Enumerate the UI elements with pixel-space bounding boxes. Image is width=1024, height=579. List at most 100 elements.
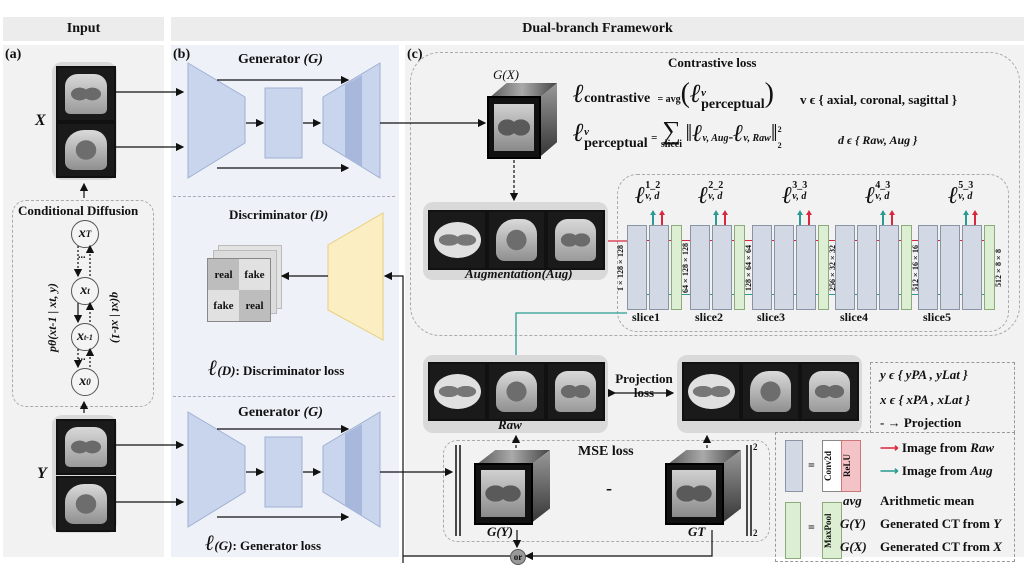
minus-sign: - — [606, 478, 612, 498]
gt-coronal-image — [800, 362, 859, 421]
generator-loss: ℓ(G): Generator loss — [205, 530, 322, 556]
diffusion-title: Conditional Diffusion — [18, 203, 139, 218]
contrastive-box — [410, 52, 1020, 336]
discriminator-loss: ℓ(D): Discriminator loss — [208, 355, 345, 381]
conv-block — [918, 225, 938, 310]
panel-a-tag: (a) — [5, 47, 22, 62]
divider-top — [173, 196, 395, 197]
red-arrowhead-icon — [722, 210, 728, 215]
maxpool-block — [901, 225, 912, 310]
y-label: Y — [37, 465, 47, 482]
legend-avg-symbol: avg — [843, 493, 862, 508]
teal-arrow-icon — [965, 213, 967, 225]
legend-x-set: x ϵ { xPA , xLat } — [880, 392, 970, 407]
generator-top-title: Generator (G) — [238, 52, 323, 67]
legend-projection: - → Projection — [880, 415, 962, 430]
raw-sagittal-image — [487, 362, 546, 421]
mse-box — [443, 440, 770, 542]
gt-label: GT — [688, 524, 706, 539]
conv-block — [690, 225, 710, 310]
generator-bottom-title: Generator (G) — [238, 405, 323, 420]
maxpool-block — [984, 225, 995, 310]
x-lat-xray — [56, 122, 116, 178]
attention-bottom-shape — [345, 424, 362, 516]
conv-block — [774, 225, 794, 310]
conv-block — [712, 225, 732, 310]
diffusion-dots-bottom: ... — [78, 352, 86, 363]
header-framework: Dual-branch Framework — [171, 17, 1024, 41]
raw-coronal-image — [546, 362, 605, 421]
teal-arrow-icon — [715, 213, 717, 225]
diffusion-dots-top: ... — [78, 250, 86, 261]
x-pa-xray — [56, 66, 116, 122]
panel-c-tag: (c) — [407, 47, 423, 62]
attention-top-shape — [345, 75, 362, 167]
forward-process-label: q(xt | xt-1) — [109, 292, 123, 344]
conv-block — [879, 225, 899, 310]
gx-ct-volume — [487, 83, 557, 159]
red-arrowhead-icon — [972, 210, 978, 215]
red-arrow-icon — [891, 213, 893, 225]
legend-y-set: y ϵ { yPA , yLat } — [880, 367, 968, 382]
norm-sup: 2 — [753, 442, 758, 452]
or-label: or — [513, 552, 523, 562]
patch-grid: real fake fake real — [207, 258, 271, 322]
disc-encoder-shape — [327, 212, 384, 341]
teal-arrow-icon: ⟶ — [880, 463, 899, 478]
raw-label: Raw — [498, 417, 522, 432]
teal-arrow-icon — [652, 213, 654, 225]
conv-block — [627, 225, 647, 310]
divider-bottom — [173, 396, 395, 397]
teal-arrowhead-icon — [650, 210, 656, 215]
equation-view-set: v ϵ { axial, coronal, sagittal } — [800, 92, 958, 107]
patch-cell: fake — [239, 259, 270, 290]
red-arrowhead-icon — [659, 210, 665, 215]
conv-block — [752, 225, 772, 310]
mse-title: MSE loss — [578, 444, 634, 459]
gx-label: G(X) — [493, 67, 519, 82]
legend-aug: ⟶ Image from Aug — [880, 463, 993, 478]
red-arrow-icon — [724, 213, 726, 225]
patch-cell: real — [239, 290, 270, 321]
legend-equals-2: = — [808, 520, 815, 534]
slice-label: slice2 — [695, 310, 723, 324]
conv-block — [649, 225, 669, 310]
slice-label: slice5 — [923, 310, 951, 324]
legend-gy-symbol: G(Y) — [840, 516, 866, 531]
patch-cell: real — [208, 259, 239, 290]
header-input: Input — [3, 17, 164, 41]
fusion-top-shape — [264, 87, 303, 159]
teal-arrow-icon — [882, 213, 884, 225]
aug-feed-line — [515, 312, 627, 355]
legend-conv-block — [785, 440, 803, 492]
gt-sagittal-image — [741, 362, 800, 421]
maxpool-block — [818, 225, 829, 310]
teal-arrow-icon — [799, 213, 801, 225]
red-arrow-icon — [808, 213, 810, 225]
header-input-text: Input — [66, 21, 101, 36]
gt-axial-image — [682, 362, 741, 421]
aug-axial-image — [428, 210, 487, 270]
discriminator-title: Discriminator (D) — [229, 207, 329, 222]
legend-equals-1: = — [808, 458, 815, 472]
red-arrow-icon — [661, 213, 663, 225]
aug-sagittal-image — [487, 210, 546, 270]
red-arrow-icon: ⟶ — [880, 440, 899, 455]
encoder-bottom-shape — [187, 411, 246, 528]
contrastive-title: Contrastive loss — [668, 55, 757, 70]
gt-ct-volume — [665, 450, 741, 525]
conv-block — [962, 225, 982, 310]
legend-top-box — [870, 362, 1015, 433]
teal-arrowhead-icon — [880, 210, 886, 215]
patch-cell: fake — [208, 290, 239, 321]
